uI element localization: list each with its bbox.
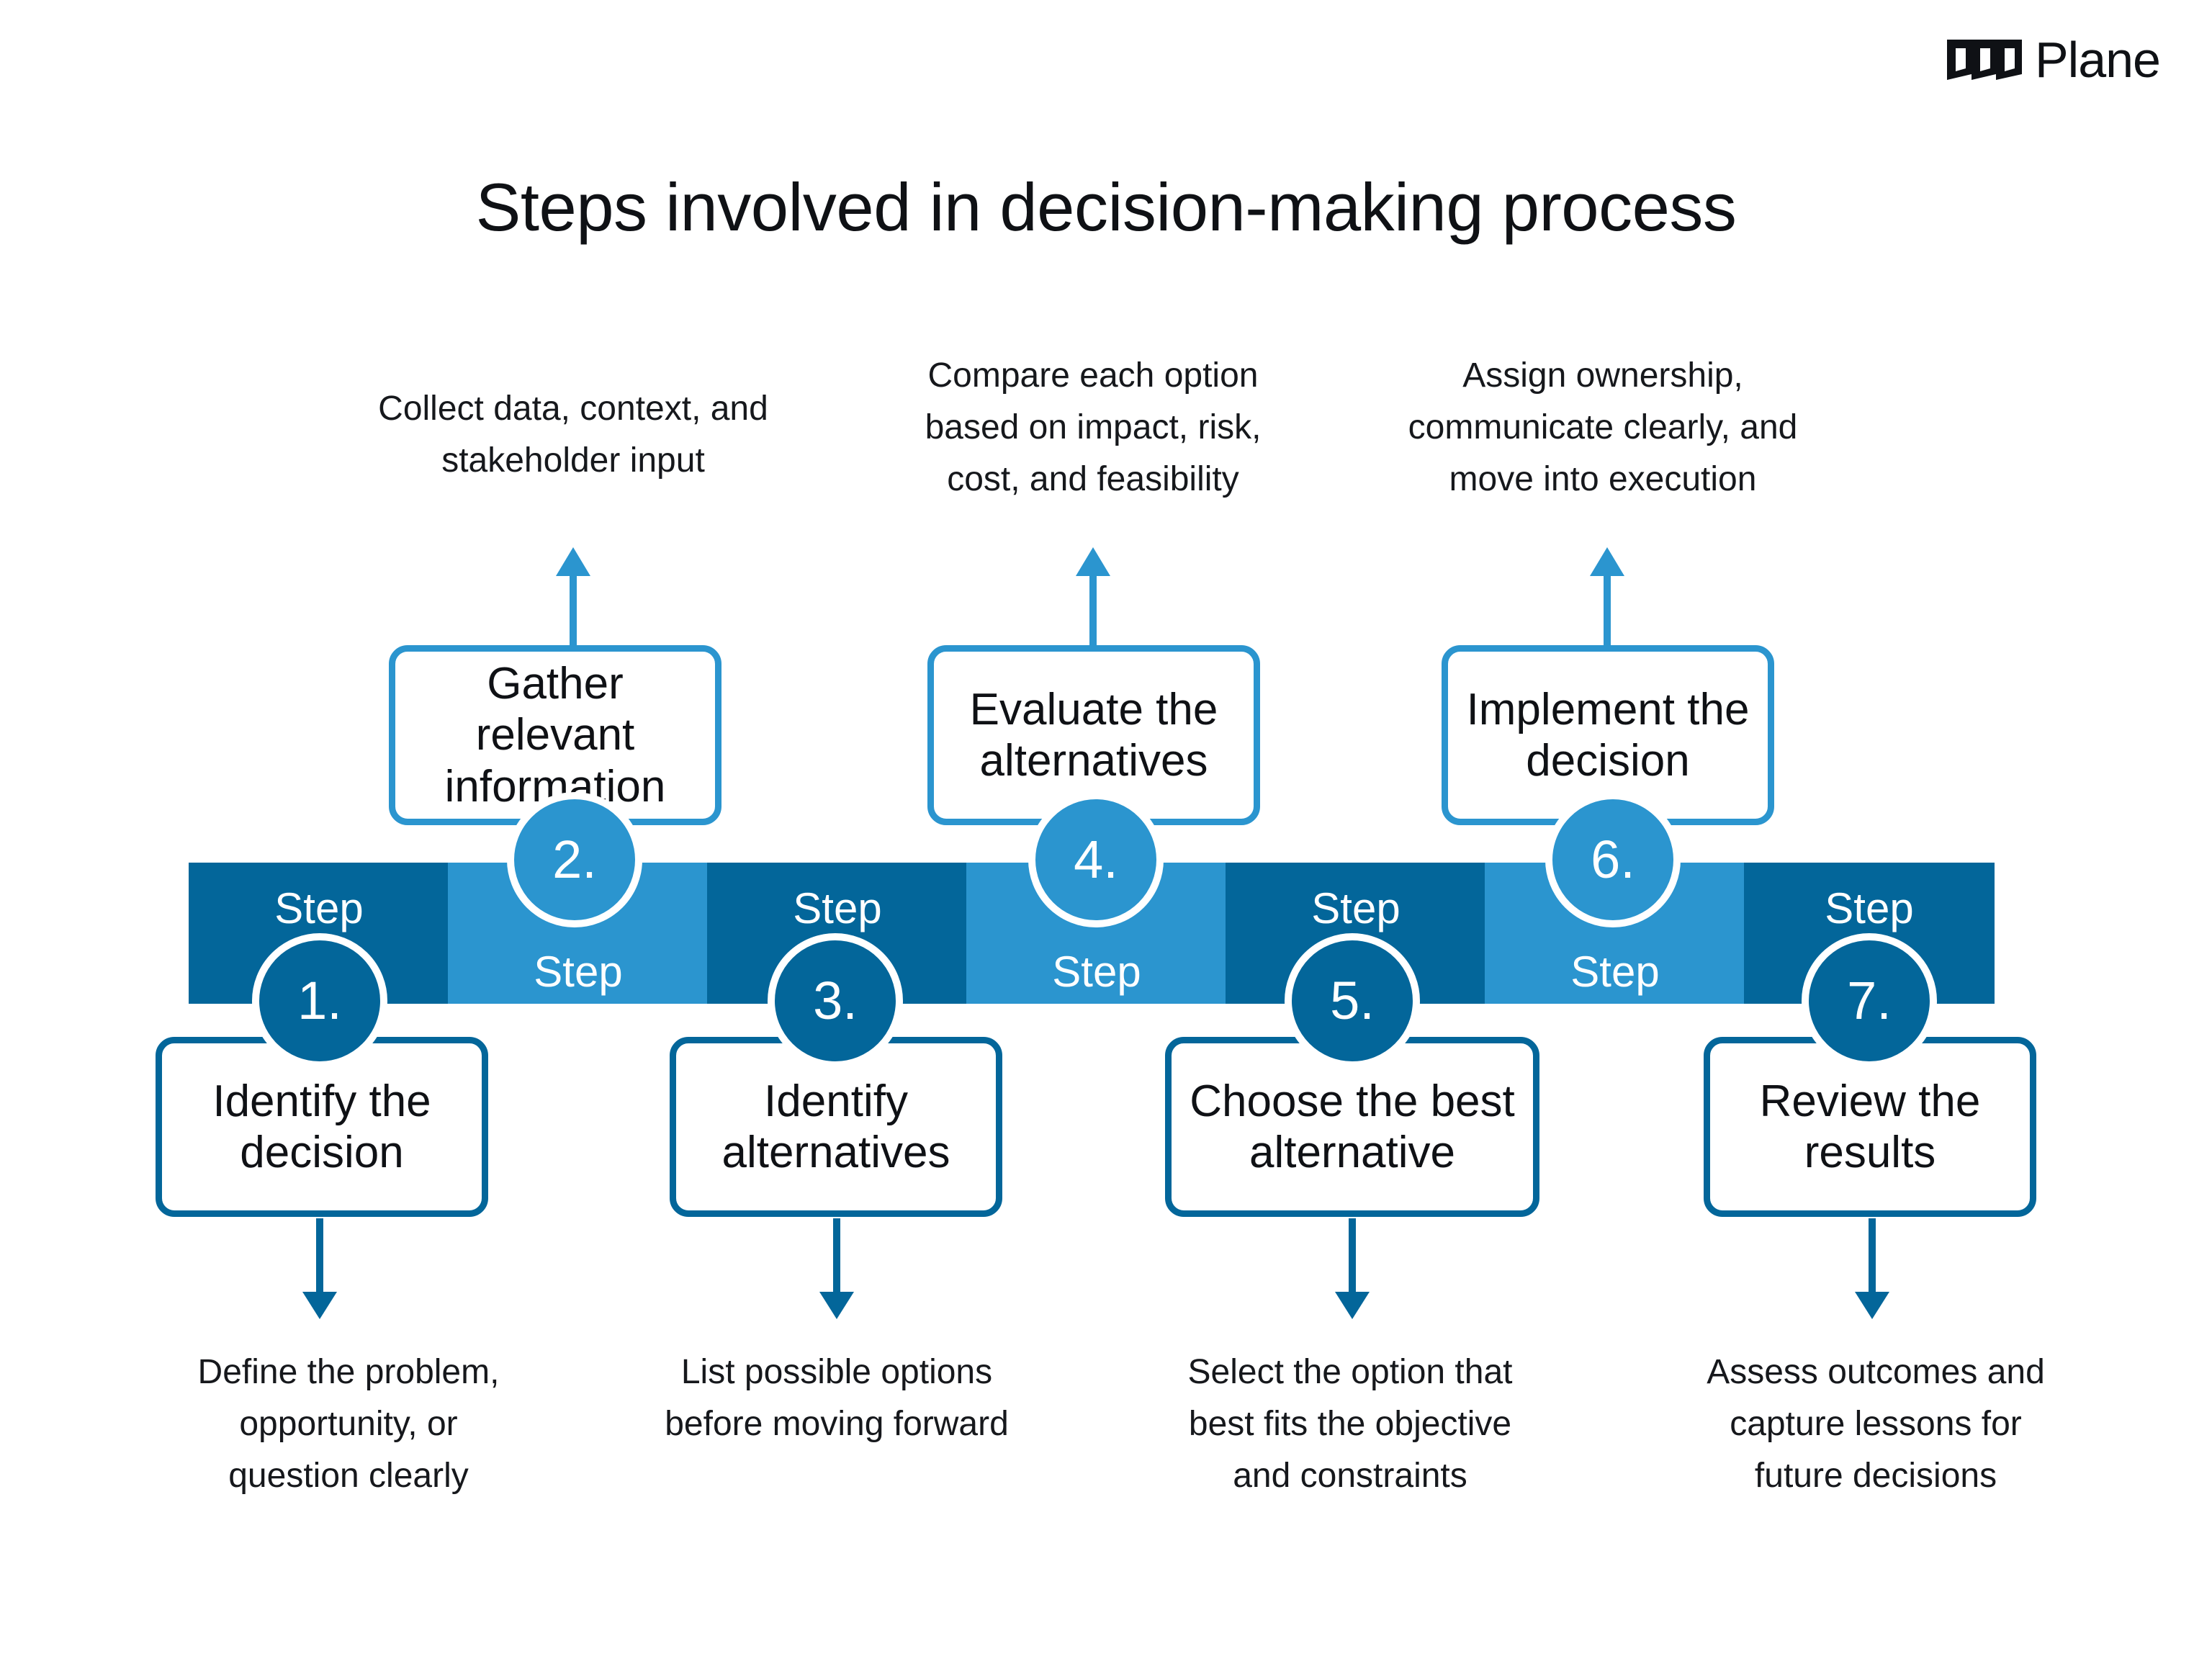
step-1-number: 1. — [252, 933, 387, 1069]
step-1-description: Define the problem, opportunity, or ques… — [197, 1353, 500, 1495]
step-band-label: Step — [1052, 948, 1141, 996]
step-5-number: 5. — [1285, 933, 1420, 1069]
step-band-label: Step — [1825, 884, 1914, 932]
step-5-box: Choose the best alternative — [1165, 1037, 1539, 1217]
step-4-description: Compare each option based on impact, ris… — [925, 356, 1262, 498]
step-band-label: Step — [1311, 884, 1401, 932]
step-band-label: Step — [274, 884, 364, 932]
page-title: Steps involved in decision-making proces… — [475, 169, 1737, 245]
step-band-label: Step — [793, 884, 882, 932]
step-7-box: Review the results — [1704, 1037, 2036, 1217]
step-7-description: Assess outcomes and capture lessons for … — [1707, 1353, 2045, 1495]
step-4-box: Evaluate the alternatives — [927, 645, 1260, 825]
step-4-number: 4. — [1028, 792, 1164, 927]
step-3-description: List possible options before moving forw… — [665, 1353, 1009, 1443]
plane-logo-icon — [1946, 40, 2022, 80]
step-5-description: Select the option that best fits the obj… — [1187, 1353, 1513, 1495]
step-3-number: 3. — [768, 933, 903, 1069]
step-6-number: 6. — [1545, 792, 1681, 927]
plane-logo-text: Plane — [2034, 32, 2161, 88]
plane-logo[interactable]: Plane — [1946, 32, 2161, 88]
step-2-description: Collect data, context, and stakeholder i… — [378, 390, 768, 480]
step-2-number: 2. — [507, 792, 642, 927]
step-6-description: Assign ownership, communicate clearly, a… — [1408, 356, 1798, 498]
step-band-label: Step — [1570, 948, 1660, 996]
step-7-number: 7. — [1802, 933, 1937, 1069]
step-band-label: Step — [534, 948, 623, 996]
